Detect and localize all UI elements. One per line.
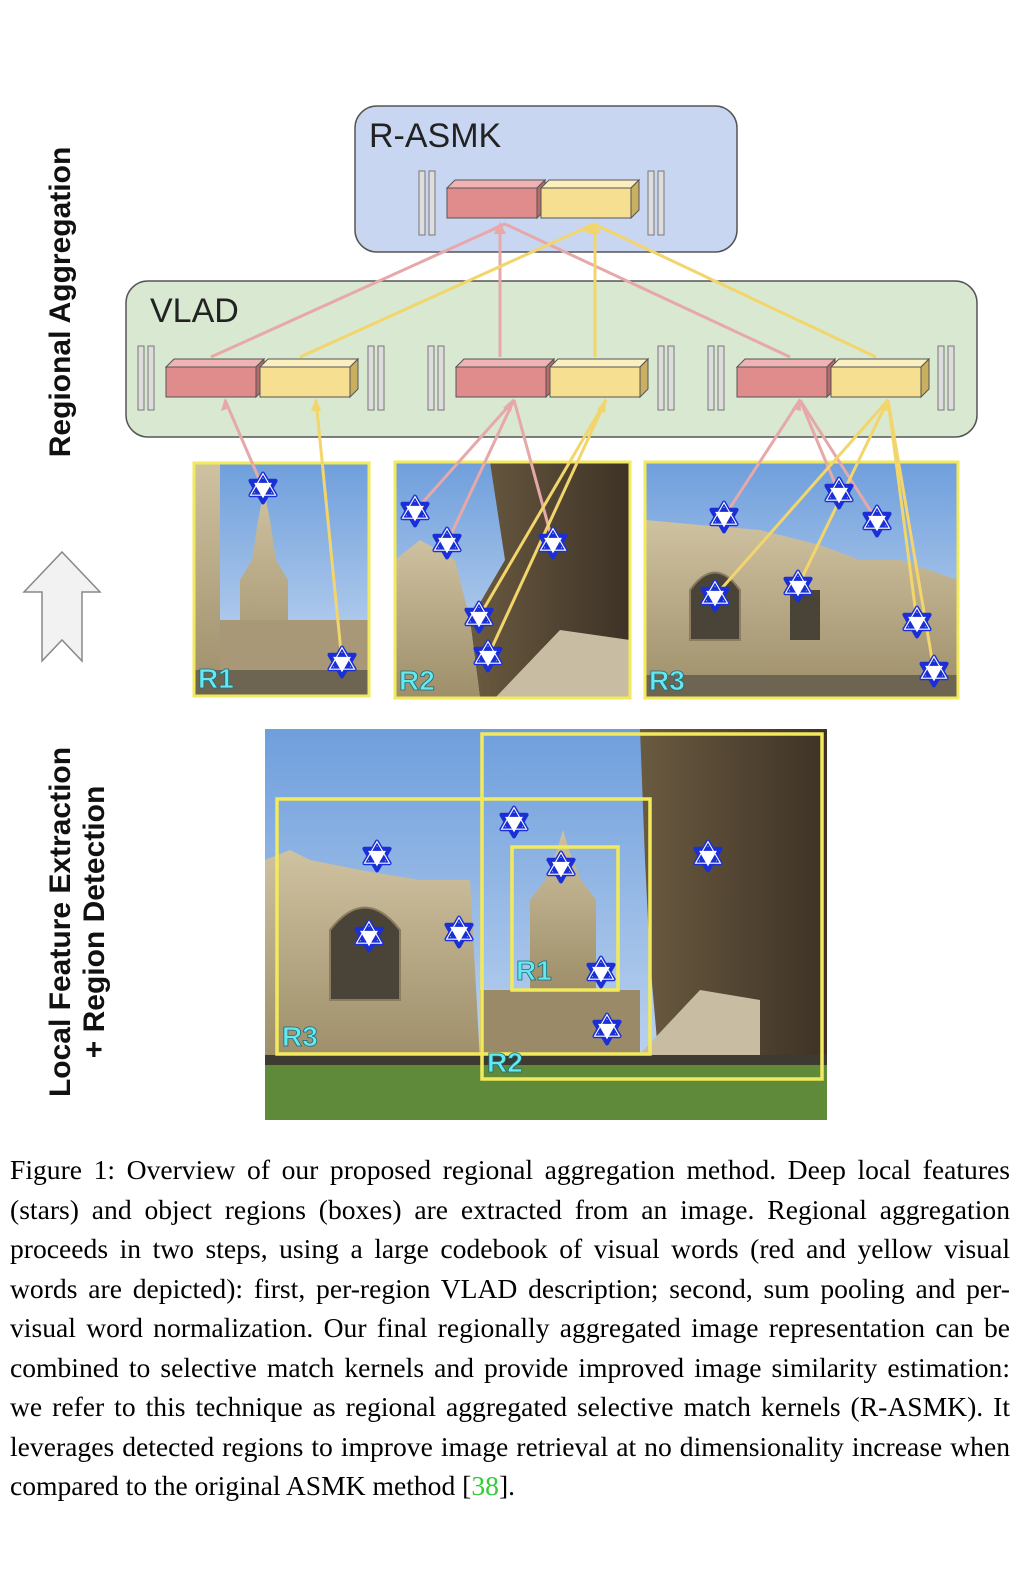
region-boxes: R1 R2 R3: [275, 732, 824, 1081]
local-feature-label-line2: + Region Detection: [78, 786, 111, 1059]
vlad-label: VLAD: [150, 292, 239, 330]
vlad-vector-r1: [137, 345, 385, 411]
region-box-r2-label: R2: [487, 1047, 523, 1078]
vlad-to-rasmk-arrows: [210, 222, 877, 359]
region-box-r1: [510, 845, 620, 992]
caption-suffix: ].: [498, 1470, 516, 1501]
rasmk-vector: [418, 170, 665, 236]
region-box-r3: [275, 797, 652, 1056]
vlad-vector-r2: [427, 345, 675, 411]
rasmk-label: R-ASMK: [369, 117, 502, 155]
up-arrow-icon: [22, 550, 102, 663]
region-box-r2: [480, 732, 824, 1081]
caption-text: Figure 1: Overview of our proposed regio…: [10, 1154, 1010, 1501]
caption-citation-link[interactable]: 38: [471, 1470, 499, 1501]
region-crop-r2-label: R2: [399, 665, 435, 696]
regional-aggregation-label: Regional Aggregation: [44, 147, 77, 458]
region-crop-r2: R2: [393, 460, 632, 700]
region-box-r3-label: R3: [282, 1021, 318, 1052]
vlad-vector-r3: [707, 345, 955, 411]
vlad-vectors: [137, 345, 955, 411]
main-photo: [265, 729, 827, 1120]
rasmk-red-word: [445, 178, 547, 220]
figure-caption: Figure 1: Overview of our proposed regio…: [10, 1150, 1010, 1506]
local-feature-label-line1: Local Feature Extraction: [44, 747, 77, 1097]
region-crop-r1-label: R1: [198, 663, 234, 694]
rasmk-yellow-word: [539, 178, 641, 220]
region-box-r1-label: R1: [516, 955, 552, 986]
overview-figure: Regional Aggregation Local Feature Extra…: [22, 105, 978, 1120]
region-crop-r3-label: R3: [649, 665, 685, 696]
